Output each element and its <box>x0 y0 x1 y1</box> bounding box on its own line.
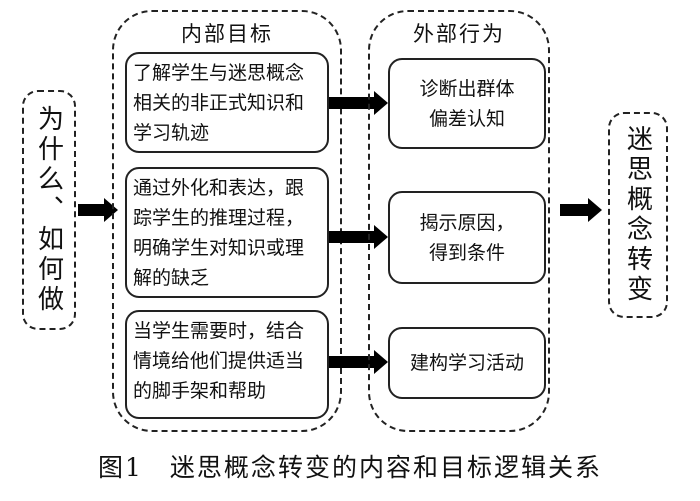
why-how-box: 为什么、如何做 <box>22 90 76 330</box>
external-behavior-1: 诊断出群体偏差认知 <box>388 58 546 149</box>
external-behavior-title: 外部行为 <box>413 22 505 46</box>
conceptual-change-text: 迷思概念转变 <box>622 125 653 305</box>
arrow-goal-1 <box>329 91 388 115</box>
internal-goal-3: 当学生需要时，结合情境给他们提供适当的脚手架和帮助 <box>125 310 329 419</box>
figure-caption: 图1 迷思概念转变的内容和目标逻辑关系 <box>98 453 602 482</box>
external-behavior-3: 建构学习活动 <box>388 327 546 399</box>
external-behavior-2: 揭示原因，得到条件 <box>388 191 546 284</box>
external-behavior-group <box>368 10 550 432</box>
internal-goals-title: 内部目标 <box>181 22 273 46</box>
arrow-external-to-change <box>560 198 602 222</box>
arrow-goal-3 <box>329 350 388 374</box>
internal-goals-group <box>112 10 342 432</box>
arrow-left-to-internal <box>78 198 118 222</box>
conceptual-change-box: 迷思概念转变 <box>608 112 668 318</box>
why-how-text: 为什么、如何做 <box>33 105 64 315</box>
internal-goal-2: 通过外化和表达，跟踪学生的推理过程，明确学生对知识或理解的缺乏 <box>125 167 329 298</box>
internal-goal-1: 了解学生与迷思概念相关的非正式知识和学习轨迹 <box>125 52 329 153</box>
arrow-goal-2 <box>329 225 388 249</box>
